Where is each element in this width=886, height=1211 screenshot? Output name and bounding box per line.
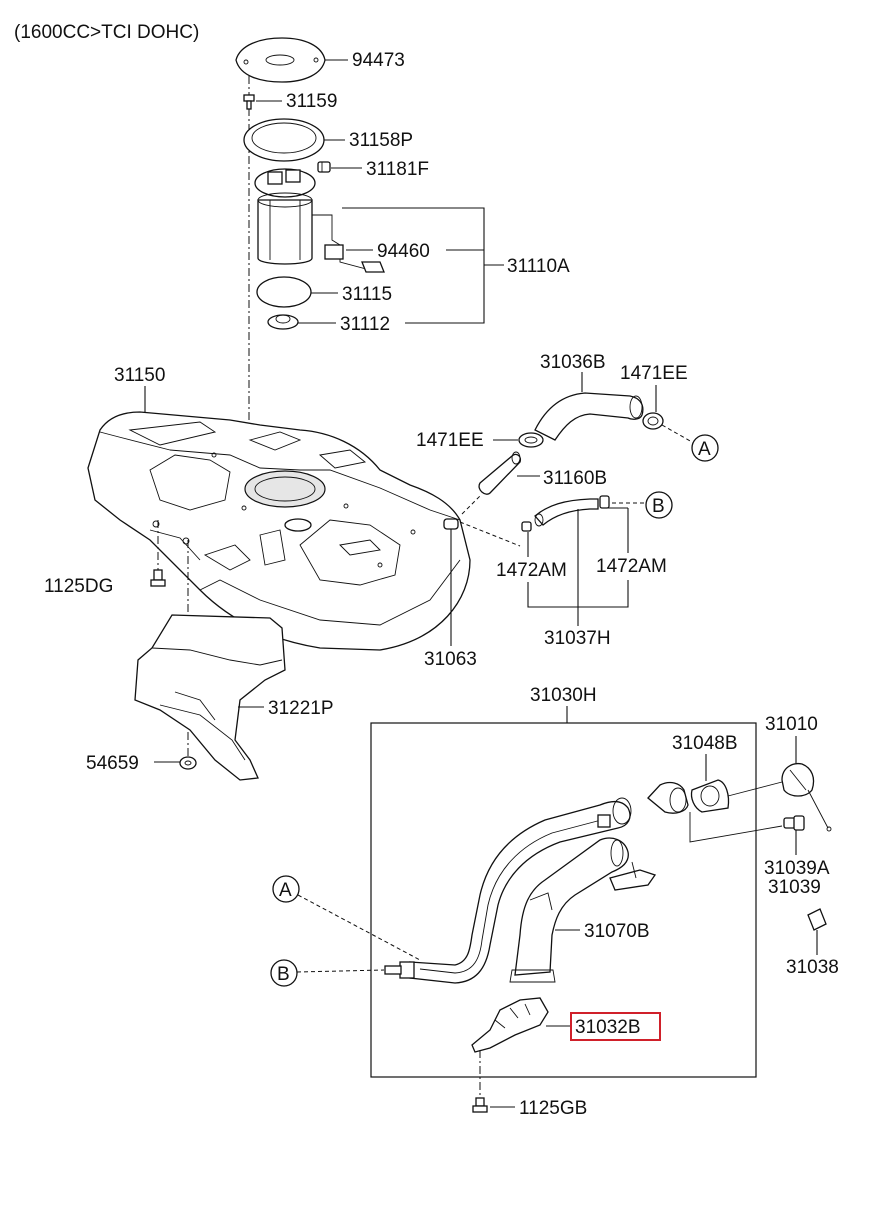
part-31048B-filler-housing: [690, 779, 730, 813]
part-31037H-hose: [534, 498, 599, 527]
label-31160B[interactable]: 31160B: [543, 468, 607, 489]
part-31036B-vent-hose: [534, 392, 644, 441]
connector-line-a-bottom: [297, 894, 421, 961]
part-31181F-valve: [317, 161, 331, 173]
label-31010[interactable]: 31010: [765, 714, 818, 735]
part-31112-lock-nut: [267, 314, 299, 330]
label-94473[interactable]: 94473: [352, 50, 405, 71]
marker-a-bottom-label: A: [279, 880, 292, 901]
label-31039A[interactable]: 31039A: [764, 858, 830, 879]
label-1471EE-right[interactable]: 1471EE: [620, 363, 688, 384]
marker-a-top-label: A: [698, 439, 711, 460]
part-94473-cover: [235, 37, 326, 83]
label-31070B[interactable]: 31070B: [584, 921, 650, 942]
part-31063-vent-valve: [443, 518, 459, 530]
part-filler-neck-tube: [384, 797, 632, 984]
label-94460[interactable]: 94460: [377, 241, 430, 262]
part-31159-screw: [243, 94, 255, 110]
label-1125DG[interactable]: 1125DG: [44, 576, 113, 597]
part-31221P-heat-shield: [134, 614, 286, 781]
marker-b-top: [645, 491, 673, 519]
connector-line-a-top: [661, 424, 693, 443]
part-1125GB-bolt: [472, 1097, 488, 1113]
label-1471EE-left[interactable]: 1471EE: [416, 430, 484, 451]
part-31110A-pump-module: [254, 168, 385, 273]
connector-31039A: [689, 812, 783, 843]
highlight-31032B: [570, 1012, 661, 1041]
part-31070B-filler-boot: [509, 837, 657, 983]
part-filler-inlet-fitting: [647, 781, 689, 814]
part-31160B-hose: [478, 451, 522, 495]
marker-b-bottom-label: B: [277, 964, 290, 985]
part-1125DG-bolt: [150, 520, 166, 587]
marker-a-bottom: [272, 875, 300, 903]
label-31110A[interactable]: 31110A: [507, 256, 570, 277]
connector-31037H: [459, 521, 521, 547]
part-31032B-bracket: [471, 997, 549, 1053]
label-31181F[interactable]: 31181F: [366, 159, 429, 180]
part-1472AM-clamp-left: [521, 521, 532, 532]
label-31063[interactable]: 31063: [424, 649, 477, 670]
connector-line-b-bottom: [296, 969, 385, 973]
label-31039[interactable]: 31039: [768, 877, 821, 898]
marker-b-bottom: [270, 959, 298, 987]
part-54659-nut: [179, 756, 197, 770]
label-31048B[interactable]: 31048B: [672, 733, 738, 754]
connector-31160B: [461, 495, 481, 515]
label-31158P[interactable]: 31158P: [349, 130, 413, 151]
assembly-box-31030H: [370, 722, 757, 1078]
label-31115[interactable]: 31115: [342, 284, 392, 305]
label-31032B[interactable]: 31032B: [575, 1017, 641, 1038]
part-31158P-ring: [243, 118, 325, 162]
label-54659[interactable]: 54659: [86, 753, 139, 774]
label-1472AM-left[interactable]: 1472AM: [496, 560, 567, 581]
part-31150-fuel-tank: [87, 411, 471, 651]
label-1472AM-right[interactable]: 1472AM: [596, 556, 667, 577]
marker-b-top-label: B: [652, 496, 665, 517]
label-31038[interactable]: 31038: [786, 957, 839, 978]
label-31159[interactable]: 31159: [286, 91, 337, 112]
label-1125GB[interactable]: 1125GB: [519, 1098, 587, 1119]
part-31115-gasket: [256, 276, 312, 308]
label-31030H[interactable]: 31030H: [530, 685, 597, 706]
part-1472AM-clamp-right: [599, 495, 610, 509]
marker-a-top: [691, 434, 719, 462]
part-1471EE-clamp-right: [642, 412, 664, 430]
connector-31048B-31010: [727, 781, 783, 797]
label-31037H[interactable]: 31037H: [544, 628, 611, 649]
label-31221P[interactable]: 31221P: [268, 698, 334, 719]
label-31036B[interactable]: 31036B: [540, 352, 606, 373]
part-1471EE-clamp-left: [518, 432, 544, 448]
part-31010-fuel-cap: [781, 762, 832, 832]
part-31039A-cap-screw: [783, 815, 805, 831]
label-31150[interactable]: 31150: [114, 365, 165, 386]
engine-spec-header: (1600CC>TCI DOHC): [14, 22, 199, 43]
part-31038-caution-label: [807, 908, 827, 931]
label-31112[interactable]: 31112: [340, 314, 390, 335]
